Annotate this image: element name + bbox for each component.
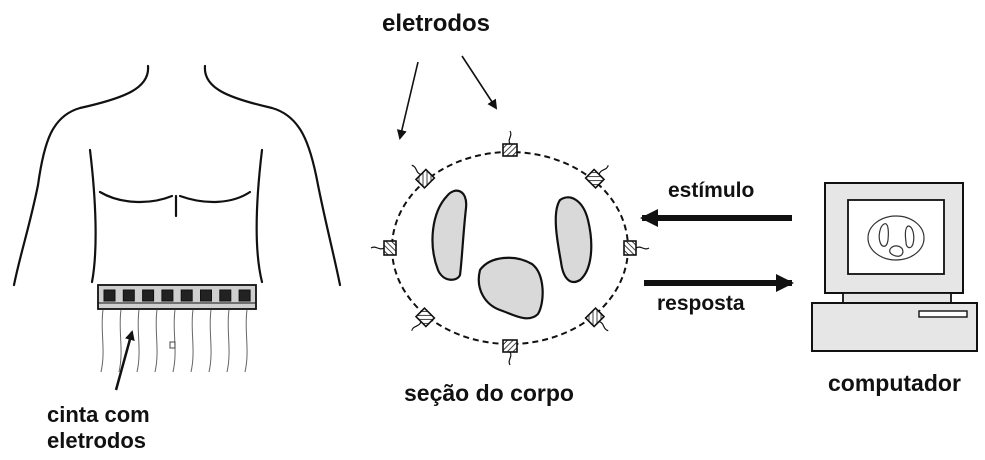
belt-wire bbox=[208, 309, 212, 373]
belt-wire bbox=[154, 309, 158, 373]
belt-wires bbox=[100, 309, 248, 373]
belt-electrode bbox=[161, 289, 174, 302]
computer-case bbox=[811, 302, 978, 352]
electrode-belt bbox=[97, 284, 257, 310]
response-label: resposta bbox=[657, 292, 745, 315]
torso-left-side bbox=[88, 148, 97, 284]
torso-icon bbox=[12, 64, 342, 287]
belt-wire bbox=[100, 309, 104, 373]
belt-electrode bbox=[180, 289, 193, 302]
belt-electrode bbox=[103, 289, 116, 302]
belt-wire bbox=[244, 309, 248, 373]
belt-wire bbox=[172, 309, 176, 373]
section-electrodes bbox=[370, 130, 650, 366]
section-electrode bbox=[502, 130, 518, 157]
heart bbox=[477, 256, 544, 320]
right-lung bbox=[554, 196, 593, 284]
belt-electrode bbox=[219, 289, 232, 302]
section-electrode bbox=[584, 306, 609, 332]
stimulus-label: estímulo bbox=[668, 179, 755, 202]
torso-right-outline bbox=[203, 64, 342, 287]
belt-electrode bbox=[122, 289, 135, 302]
section-electrode bbox=[411, 306, 436, 331]
belt-wire bbox=[190, 309, 194, 373]
section-electrode bbox=[502, 339, 518, 366]
belt-label: cinta com eletrodos bbox=[47, 402, 150, 454]
belt-electrode bbox=[200, 289, 212, 302]
belt-connector bbox=[169, 341, 176, 349]
belt-electrode bbox=[142, 289, 155, 302]
body-section-label: seção do corpo bbox=[404, 380, 574, 406]
screen-thumbnail bbox=[867, 215, 925, 261]
section-electrode bbox=[370, 240, 397, 256]
section-electrode bbox=[411, 164, 436, 190]
section-electrode bbox=[623, 240, 650, 256]
belt-pointer-arrow bbox=[114, 330, 135, 391]
torso-right-side bbox=[255, 148, 264, 284]
section-electrode bbox=[584, 165, 609, 190]
electrode-pointer-arrow-right bbox=[461, 55, 498, 110]
belt-electrode bbox=[238, 289, 251, 302]
electrodes-label: eletrodos bbox=[382, 10, 491, 37]
computer-label: computador bbox=[828, 370, 961, 396]
torso-chest-right bbox=[178, 190, 252, 204]
torso-chest-left bbox=[98, 190, 174, 204]
belt-wire bbox=[118, 309, 122, 373]
belt-wire bbox=[136, 309, 140, 373]
belt-wire bbox=[226, 309, 230, 373]
left-lung bbox=[431, 189, 468, 281]
body-cross-section-icon bbox=[370, 130, 650, 366]
torso-left-outline bbox=[12, 64, 150, 287]
belt-label-line1: cinta com bbox=[47, 402, 150, 427]
electrode-pointer-arrow-left bbox=[396, 61, 419, 140]
desktop-computer-icon bbox=[811, 182, 978, 352]
monitor-screen bbox=[847, 199, 945, 275]
belt-label-line2: eletrodos bbox=[47, 428, 147, 453]
disk-drive bbox=[918, 310, 968, 318]
monitor-base bbox=[842, 292, 952, 304]
